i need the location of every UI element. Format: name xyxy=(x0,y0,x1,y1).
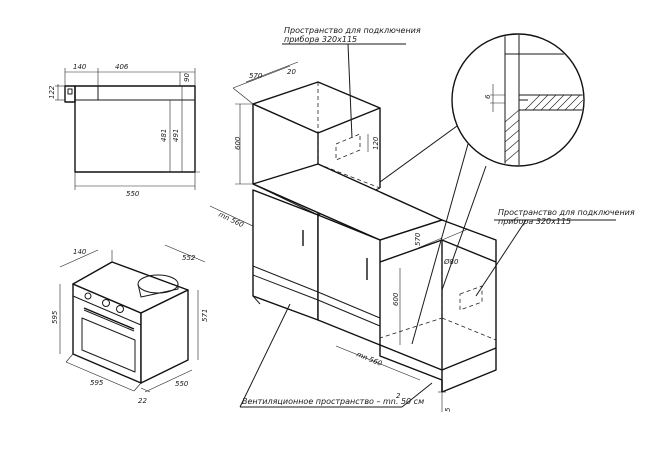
upper-dim-120: 120 xyxy=(372,136,380,150)
side-view-panel xyxy=(64,85,76,103)
connection-note-right-line2: прибора 320x115 xyxy=(498,217,571,226)
right-dim-80: Ø80 xyxy=(443,258,459,266)
upper-dim-20: 20 xyxy=(287,68,296,76)
ventilation-note: Вентиляционное пространство – mn. 50 см xyxy=(242,397,424,406)
lower-cabinets: 570 Ø80 600 mn 560 5 Пространство для по… xyxy=(239,117,635,412)
oven-dim-552: 552 xyxy=(182,254,196,262)
side-view: 140 406 90 122 481 491 550 xyxy=(48,63,200,198)
connection-note-top-line2: прибора 320x115 xyxy=(284,35,357,44)
upper-dim-min560: mn 560 xyxy=(217,211,245,230)
side-dim-491: 491 xyxy=(172,129,180,142)
oven-dim-595-h: 595 xyxy=(51,310,59,324)
side-dim-122: 122 xyxy=(48,85,56,99)
oven-isometric: 140 552 595 571 595 550 22 xyxy=(51,244,209,405)
side-dim-90: 90 xyxy=(183,73,191,82)
oven-dim-595-w: 595 xyxy=(90,379,104,387)
side-dim-140: 140 xyxy=(73,63,87,71)
oven-dim-550: 550 xyxy=(175,380,189,388)
connection-note-right-line1: Пространство для подключения xyxy=(498,208,635,217)
right-dim-570: 570 xyxy=(414,232,422,246)
upper-dim-600: 600 xyxy=(234,136,242,150)
oven-dim-22: 22 xyxy=(138,397,147,405)
oven-dim-571: 571 xyxy=(201,309,209,322)
connection-note-top-line1: Пространство для подключения xyxy=(284,26,421,35)
ventilation-note-sup: 2 xyxy=(396,392,401,400)
side-dim-550: 550 xyxy=(126,190,140,198)
side-dim-406: 406 xyxy=(115,63,129,71)
side-view-body xyxy=(74,85,196,173)
detail-dim-6: 6 xyxy=(484,94,492,99)
side-dim-481: 481 xyxy=(160,129,168,142)
upper-dim-570: 570 xyxy=(249,72,263,80)
ventilation-gap-5: 5 xyxy=(444,407,452,412)
right-dim-600: 600 xyxy=(392,292,400,306)
detail-circle: 6 xyxy=(451,33,585,167)
oven-dim-140: 140 xyxy=(73,248,87,256)
oven-side xyxy=(140,289,189,384)
